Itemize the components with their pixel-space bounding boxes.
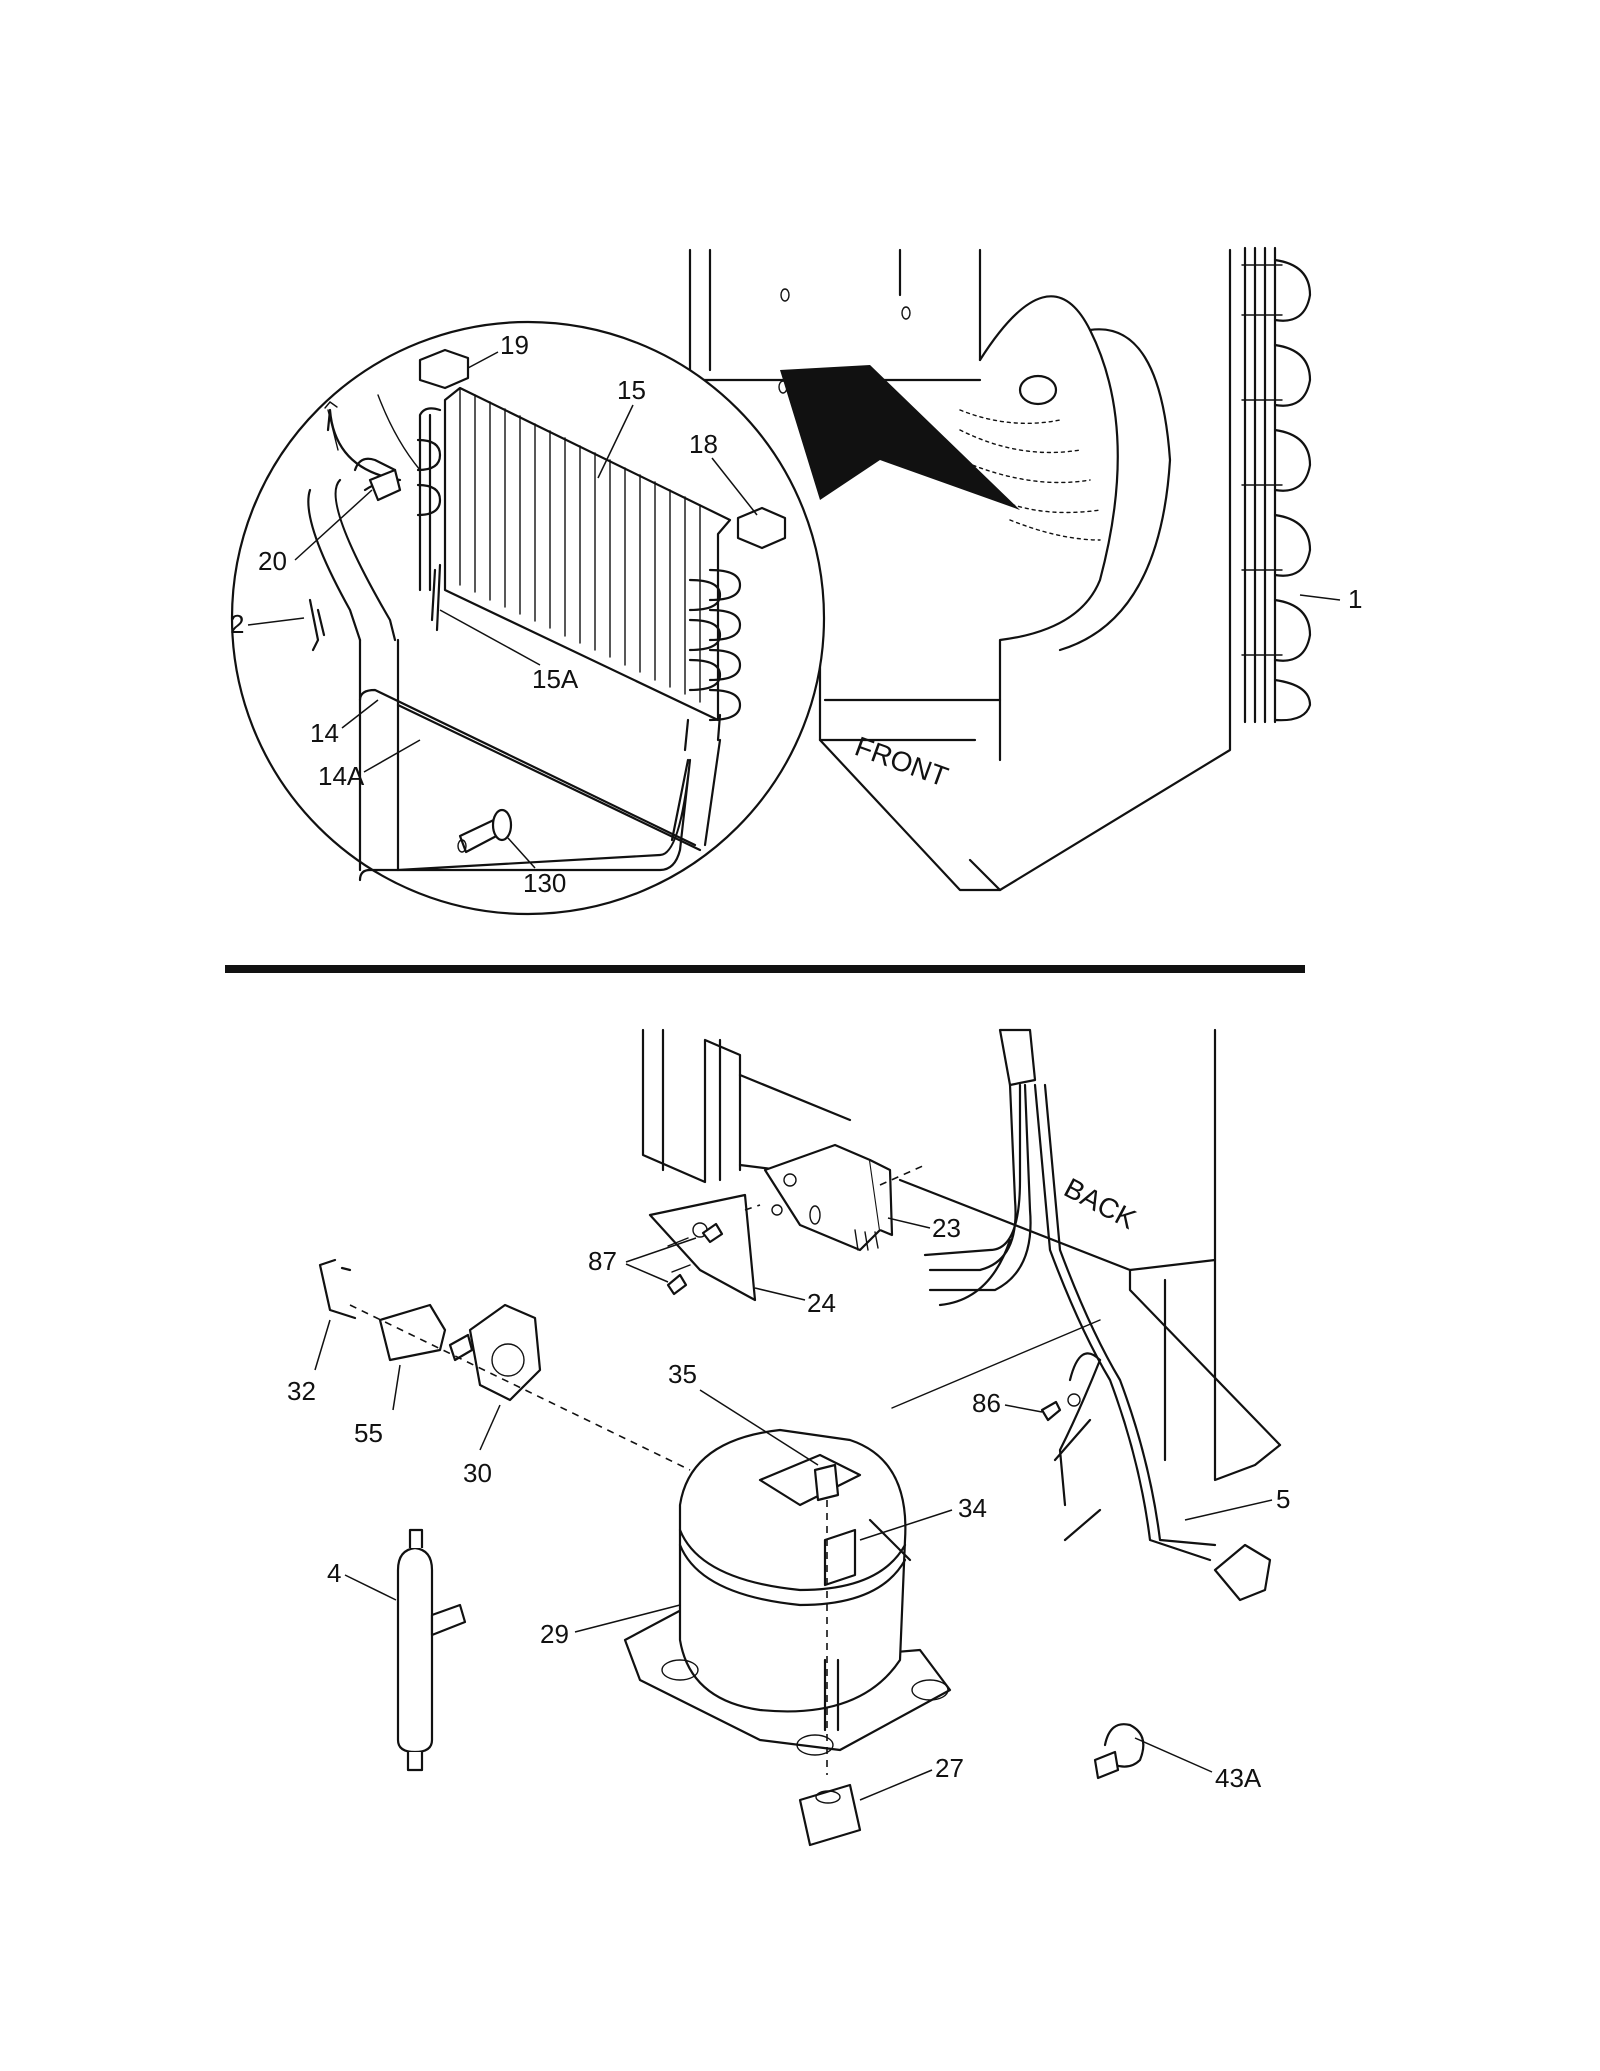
clip-part-2 xyxy=(308,598,326,652)
relay-part-55 xyxy=(378,1303,447,1362)
evaporator-detail-inset xyxy=(230,320,826,916)
bolt-part-35 xyxy=(813,1463,840,1502)
clamp-part-43a xyxy=(1093,1723,1145,1780)
callout-15: 15 xyxy=(617,375,646,405)
callout-130: 130 xyxy=(523,868,566,898)
drier-part-4 xyxy=(396,1528,467,1772)
screw-part-86 xyxy=(1040,1393,1081,1422)
callout-86: 86 xyxy=(972,1388,1001,1418)
bracket-part-24 xyxy=(648,1193,757,1302)
callout-15a: 15A xyxy=(532,664,579,694)
overload-part-30 xyxy=(448,1303,542,1402)
callout-1: 1 xyxy=(1348,584,1362,614)
callout-24: 24 xyxy=(807,1288,836,1318)
callout-87: 87 xyxy=(588,1246,617,1276)
callout-5: 5 xyxy=(1276,1484,1290,1514)
section-divider xyxy=(225,965,1305,973)
block-part-19 xyxy=(418,348,470,390)
callout-43a: 43A xyxy=(1215,1763,1262,1793)
callout-55: 55 xyxy=(354,1418,383,1448)
back-label: BACK xyxy=(1059,1172,1141,1235)
condenser-coil-part-1 xyxy=(1241,246,1312,724)
harness-wires xyxy=(923,1028,1272,1602)
callout-14: 14 xyxy=(310,718,339,748)
callout-20: 20 xyxy=(258,546,287,576)
callout-4: 4 xyxy=(327,1558,341,1588)
defrost-timer-part-23 xyxy=(763,1143,894,1252)
callout-35: 35 xyxy=(668,1359,697,1389)
callout-18: 18 xyxy=(689,429,718,459)
compressor-part-29 xyxy=(623,1428,952,1756)
grommet-part-130 xyxy=(457,808,513,854)
bottom-callouts: 23 87 24 32 55 30 35 86 34 5 4 29 27 43A xyxy=(287,1213,1290,1801)
callout-34: 34 xyxy=(958,1493,987,1523)
callout-29: 29 xyxy=(540,1619,569,1649)
cord-part-5 xyxy=(1053,1352,1102,1542)
callout-14a: 14A xyxy=(318,761,365,791)
screws-part-87 xyxy=(666,1222,724,1296)
callout-27: 27 xyxy=(935,1753,964,1783)
clip-part-32 xyxy=(318,1258,357,1320)
callout-30: 30 xyxy=(463,1458,492,1488)
cabinet-interior-view: FRONT xyxy=(688,248,1232,892)
callout-32: 32 xyxy=(287,1376,316,1406)
block-part-18 xyxy=(736,506,787,550)
callout-19: 19 xyxy=(500,330,529,360)
callout-23: 23 xyxy=(932,1213,961,1243)
top-callouts: 19 15 18 20 2 15A 14 14A 130 1 xyxy=(230,330,1362,898)
grommet-part-27 xyxy=(798,1783,862,1847)
evaporator-part-15 xyxy=(416,386,742,752)
callout-2: 2 xyxy=(230,609,244,639)
